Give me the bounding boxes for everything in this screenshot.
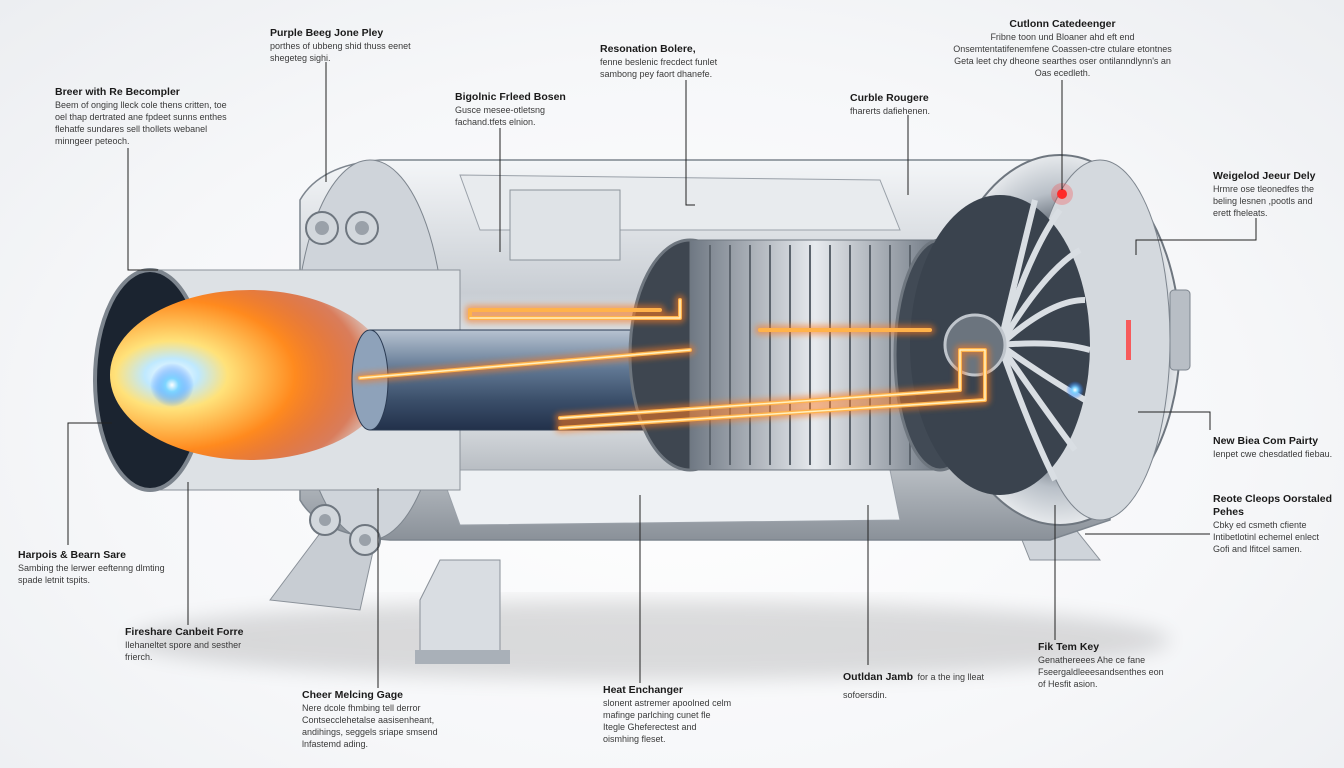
lower-panel bbox=[439, 469, 901, 526]
bolt-fitting-icon bbox=[305, 211, 381, 556]
callout-desc: fenne beslenic frecdect funlet sambong p… bbox=[600, 57, 718, 79]
callout-heat: Heat Enchanger slonent astremer apoolned… bbox=[603, 684, 733, 745]
callout-curbie: Curble Rougere fharerts dafiehenen. bbox=[850, 92, 980, 117]
callout-title: Bigolnic Frleed Bosen bbox=[455, 91, 566, 103]
callout-outldan: Outldan Jamb for a the ing lleat sofoers… bbox=[843, 667, 1003, 703]
callout-desc: slonent astremer apoolned celm mafinge p… bbox=[603, 698, 732, 744]
callout-desc: Cbky ed csmeth cfiente Intibetlotinl ech… bbox=[1213, 520, 1320, 554]
callout-title: Weigelod Jeeur Dely bbox=[1213, 170, 1316, 182]
callout-title: Curble Rougere bbox=[850, 92, 929, 104]
callout-title: Breer with Re Becompler bbox=[55, 86, 180, 98]
callout-fireshare: Fireshare Canbeit Forre Ilehaneltet spor… bbox=[125, 626, 270, 663]
upper-block bbox=[509, 189, 621, 261]
callout-title: Purple Beeg Jone Pley bbox=[270, 27, 384, 39]
leader-lines bbox=[67, 62, 1257, 688]
callout-title: New Biea Com Pairty bbox=[1213, 435, 1319, 447]
callout-title: Cheer Melcing Gage bbox=[302, 689, 403, 701]
callout-resonation: Resonation Bolere, fenne beslenic frecde… bbox=[600, 43, 750, 80]
flame-burst-icon bbox=[110, 290, 390, 460]
heater-rods bbox=[355, 295, 990, 433]
callout-cutlone: Cutlonn Catedeenger Fribne toon und Bloa… bbox=[950, 18, 1175, 79]
callout-reote: Reote Cleops Oorstaled Pehes Cbky ed csm… bbox=[1213, 493, 1333, 555]
callout-desc: Fribne toon und Bloaner ahd eft end Onse… bbox=[953, 32, 1172, 78]
callout-desc: fharerts dafiehenen. bbox=[850, 106, 931, 116]
callout-desc: Hrmre ose tleonedfes the beling lesnen ,… bbox=[1213, 184, 1315, 218]
callout-weigelod: Weigelod Jeeur Dely Hrmre ose tleonedfes… bbox=[1213, 170, 1333, 219]
callout-desc: Ienpet cwe chesdatled fiebau. bbox=[1213, 449, 1333, 459]
callout-purple: Purple Beeg Jone Pley porthes of ubbeng … bbox=[270, 27, 440, 64]
callout-desc: Gusce mesee-otletsng fachand.tfets elnio… bbox=[455, 105, 546, 127]
callout-desc: for a the ing lleat sofoersdin. bbox=[843, 672, 985, 700]
callout-title: Outldan Jamb bbox=[843, 671, 914, 683]
callout-harpois: Harpois & Bearn Sare Sambing the lerwer … bbox=[18, 549, 168, 586]
ground-shadow bbox=[130, 600, 1170, 680]
callout-desc: Beem of onging lleck cole thens critten,… bbox=[55, 100, 227, 146]
callout-desc: Sambing the lerwer eeftenng dlmting spad… bbox=[18, 563, 165, 585]
callout-desc: Genathereees Ahe ce fane Fseergaldleeesa… bbox=[1038, 655, 1164, 689]
callout-desc: porthes of ubbeng shid thuss eenet shege… bbox=[270, 41, 411, 63]
callout-cheer: Cheer Melcing Gage Nere dcole fhmbing te… bbox=[302, 689, 452, 750]
callout-title: Fireshare Canbeit Forre bbox=[125, 626, 244, 638]
callout-desc: Ilehaneltet spore and sesther frierch. bbox=[125, 640, 242, 662]
callout-title: Resonation Bolere, bbox=[600, 43, 696, 55]
callout-bigolnic: Bigolnic Frleed Bosen Gusce mesee-otlets… bbox=[455, 91, 585, 128]
callout-title: Reote Cleops Oorstaled Pehes bbox=[1213, 493, 1333, 518]
callout-title: Heat Enchanger bbox=[603, 684, 683, 696]
callout-fik: Fik Tem Key Genathereees Ahe ce fane Fse… bbox=[1038, 641, 1168, 690]
callout-desc: Nere dcole fhmbing tell derror Contseccl… bbox=[302, 703, 438, 749]
turbine-fan-icon bbox=[910, 195, 1091, 495]
callout-newbiea: New Biea Com Pairty Ienpet cwe chesdatle… bbox=[1213, 435, 1333, 460]
callout-title: Fik Tem Key bbox=[1038, 641, 1100, 653]
callout-breer: Breer with Re Becompler Beem of onging l… bbox=[55, 86, 240, 147]
status-light-icon bbox=[1051, 183, 1131, 360]
callout-title: Harpois & Bearn Sare bbox=[18, 549, 126, 561]
callout-title: Cutlonn Catedeenger bbox=[1009, 18, 1116, 30]
